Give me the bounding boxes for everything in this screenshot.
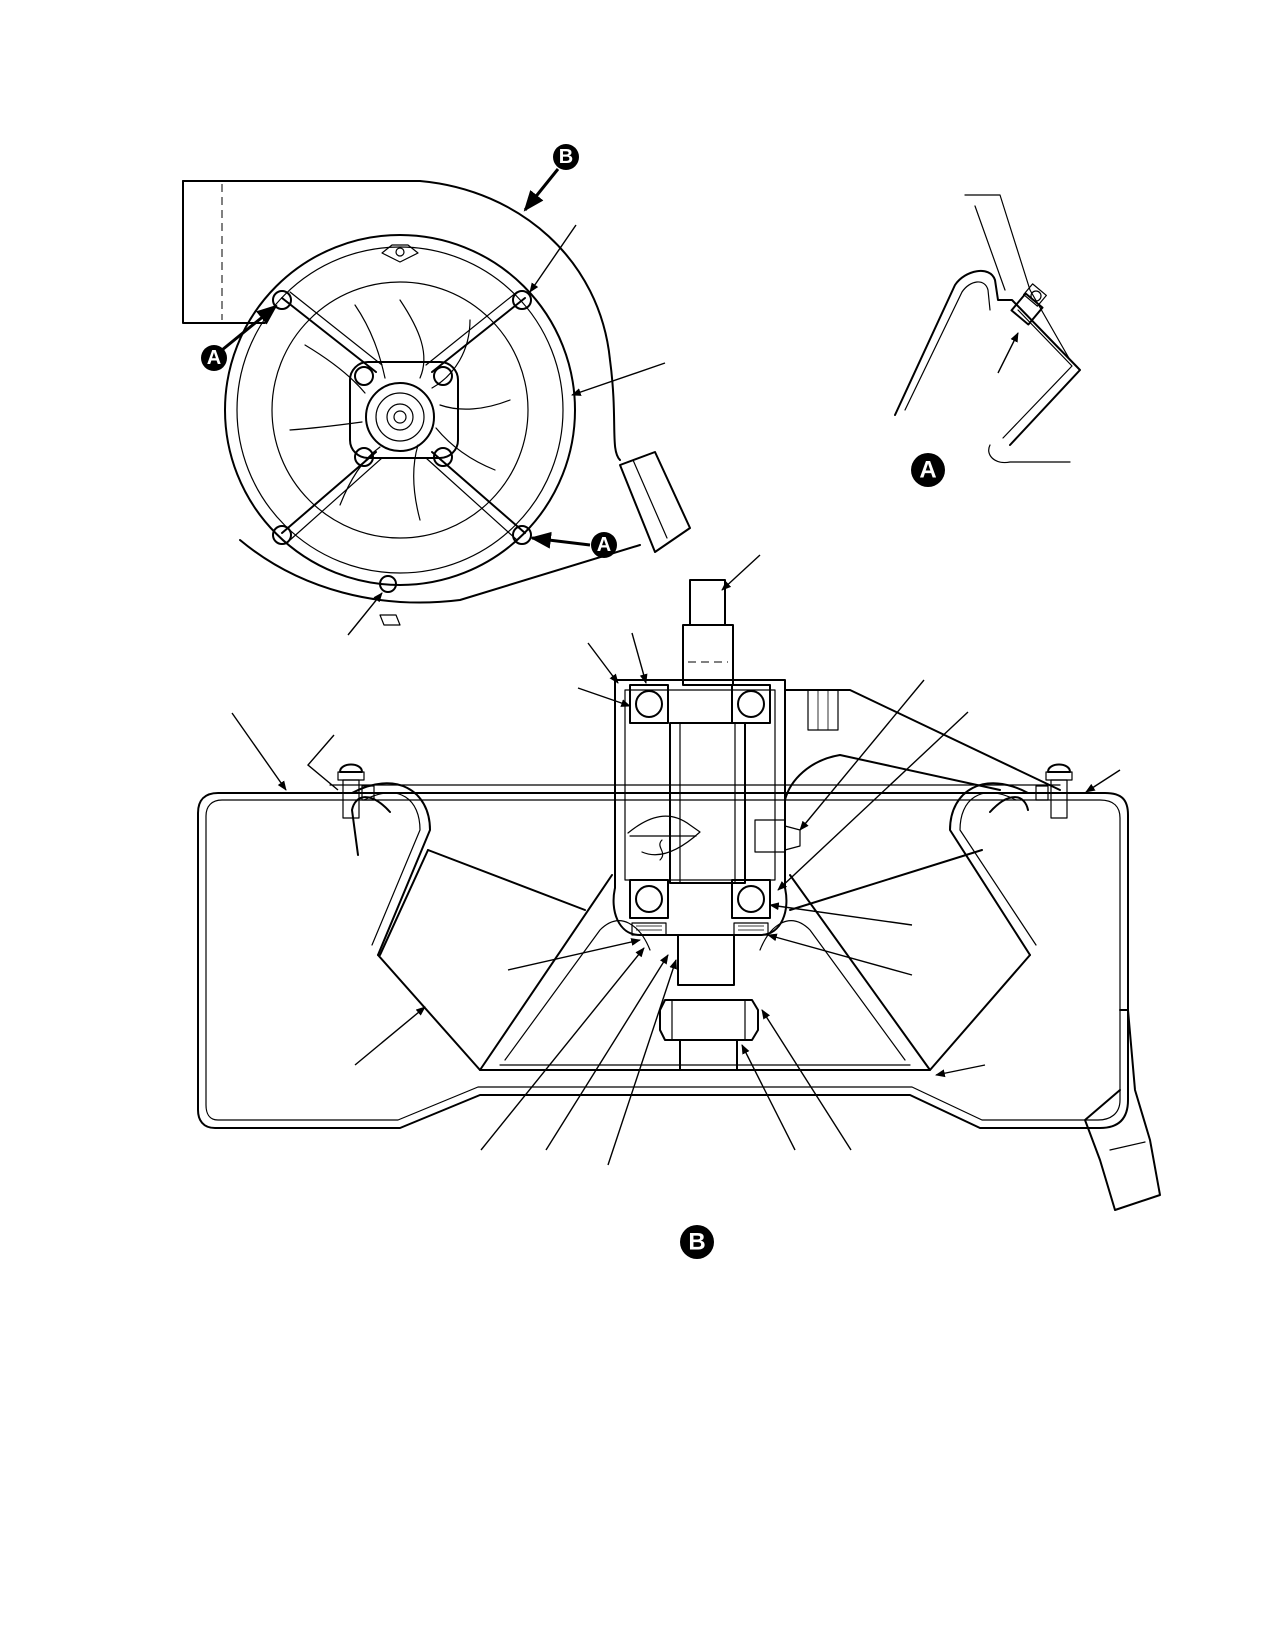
impeller-blades: [289, 299, 511, 521]
left-cover-bolt: [337, 763, 375, 819]
section-leaders: [231, 554, 1121, 1166]
callout-a-lower-letter: A: [597, 534, 611, 556]
spider-mount-bolts: [272, 290, 532, 545]
sensor-block: [754, 819, 786, 853]
fan-housing-view: B A A: [182, 144, 691, 636]
callout-b-letter: B: [559, 146, 573, 168]
callout-a-lower-leader: [529, 531, 591, 549]
discharge-spout: [619, 451, 691, 553]
housing-ring-outer: [224, 234, 576, 586]
callout-b-badge: B: [553, 144, 579, 170]
outer-housing: [197, 792, 1129, 1129]
detail-nut-bolt: [1010, 283, 1047, 326]
volute-outline: [419, 180, 621, 461]
detail-bracket: [894, 270, 1081, 446]
shaft: [659, 579, 759, 1071]
callout-a-lower-badge: A: [591, 532, 617, 558]
section-b-label-badge: B: [680, 1225, 714, 1259]
bearing-housing: [612, 679, 788, 936]
callout-a-upper-badge: A: [201, 345, 227, 371]
drain-hose: [1084, 1009, 1161, 1211]
detail-a-label-badge: A: [911, 453, 945, 487]
detail-a-label: A: [919, 457, 936, 484]
inlet-duct: [182, 180, 266, 324]
impeller-hub: [365, 382, 435, 452]
support-cone: [479, 874, 613, 1071]
callout-a-upper-leader: [221, 304, 278, 352]
section-view-b: B: [197, 554, 1161, 1259]
spider-bracket: [281, 291, 526, 541]
section-b-label: B: [688, 1229, 705, 1256]
inlet-ring: [271, 281, 529, 539]
right-cover-bolt: [1035, 763, 1073, 819]
detail-view-a: A: [894, 194, 1081, 487]
callout-b-leader: [523, 168, 560, 212]
shaft-nut: [659, 999, 759, 1041]
callout-a-upper-letter: A: [207, 347, 221, 369]
